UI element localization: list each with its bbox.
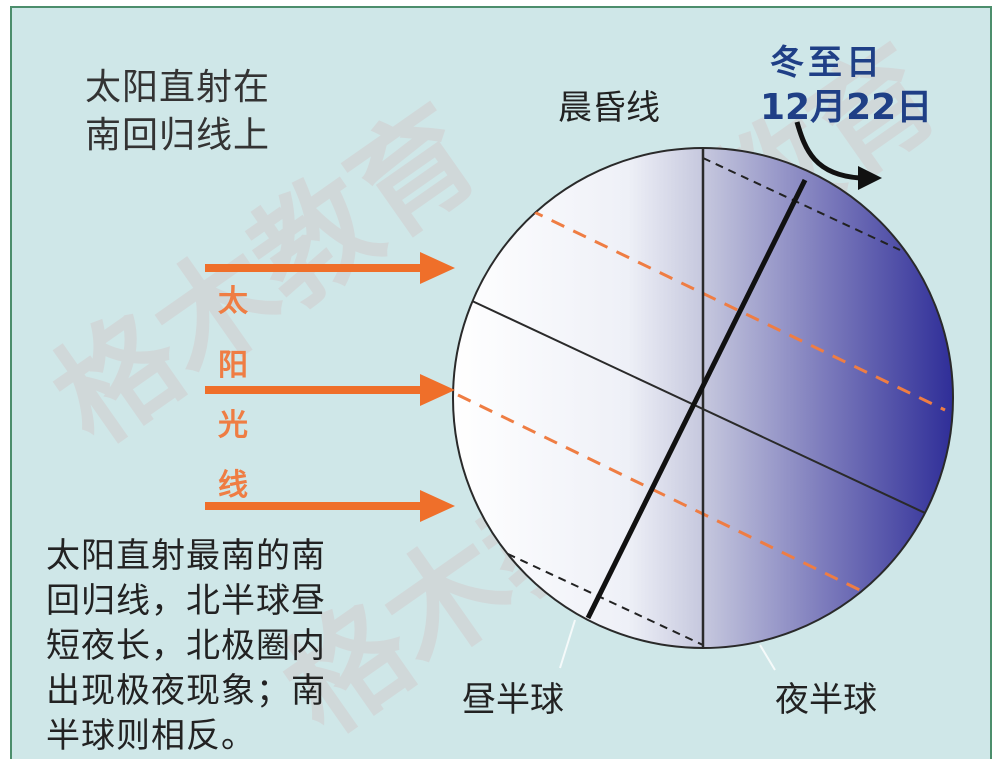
night-pointer bbox=[760, 645, 775, 670]
terminator-label: 晨昏线 bbox=[558, 80, 660, 129]
sunlight-label-char: 线 bbox=[218, 460, 248, 504]
description-line: 半球则相反。 bbox=[46, 708, 256, 757]
day-pointer bbox=[560, 620, 575, 668]
title-line-1: 太阳直射在 bbox=[85, 58, 270, 110]
title-line-2: 南回归线上 bbox=[85, 106, 270, 158]
description-line: 太阳直射最南的南 bbox=[46, 528, 326, 577]
solstice-name: 冬至日 bbox=[770, 35, 884, 84]
sunlight-label-char: 太 bbox=[218, 276, 248, 320]
description-line: 回归线，北半球昼 bbox=[46, 573, 326, 622]
description-line: 出现极夜现象；南 bbox=[46, 663, 326, 712]
sunlight-label-char: 阳 bbox=[218, 340, 248, 384]
night-hemisphere-label: 夜半球 bbox=[775, 672, 877, 721]
description-line: 短夜长，北极圈内 bbox=[46, 618, 326, 667]
solstice-date: 12月22日 bbox=[760, 78, 932, 130]
day-hemisphere-label: 昼半球 bbox=[462, 672, 564, 721]
sunlight-label-char: 光 bbox=[218, 400, 248, 444]
